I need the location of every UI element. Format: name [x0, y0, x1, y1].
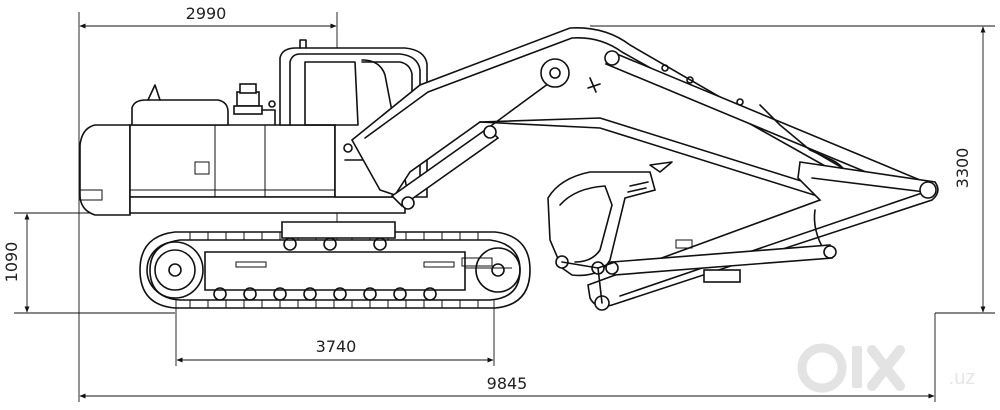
watermark-logo: .uz — [797, 343, 976, 393]
dimension-track-length: 3740 — [175, 300, 495, 366]
crawler-track — [139, 221, 531, 309]
dimension-overall-length: 9845 — [78, 215, 936, 402]
dim-9845-label: 9845 — [487, 374, 528, 393]
dim-3300-label: 3300 — [953, 148, 972, 189]
dimension-height: 3300 — [590, 25, 995, 314]
dim-1090-label: 1090 — [2, 242, 21, 283]
bucket — [547, 161, 673, 304]
boom — [350, 27, 922, 210]
dim-2990-label: 2990 — [186, 4, 227, 23]
dim-3740-label: 3740 — [316, 337, 357, 356]
counterweight-and-body — [79, 83, 406, 216]
watermark-text: .uz — [949, 367, 976, 389]
arm-stick — [587, 161, 939, 311]
